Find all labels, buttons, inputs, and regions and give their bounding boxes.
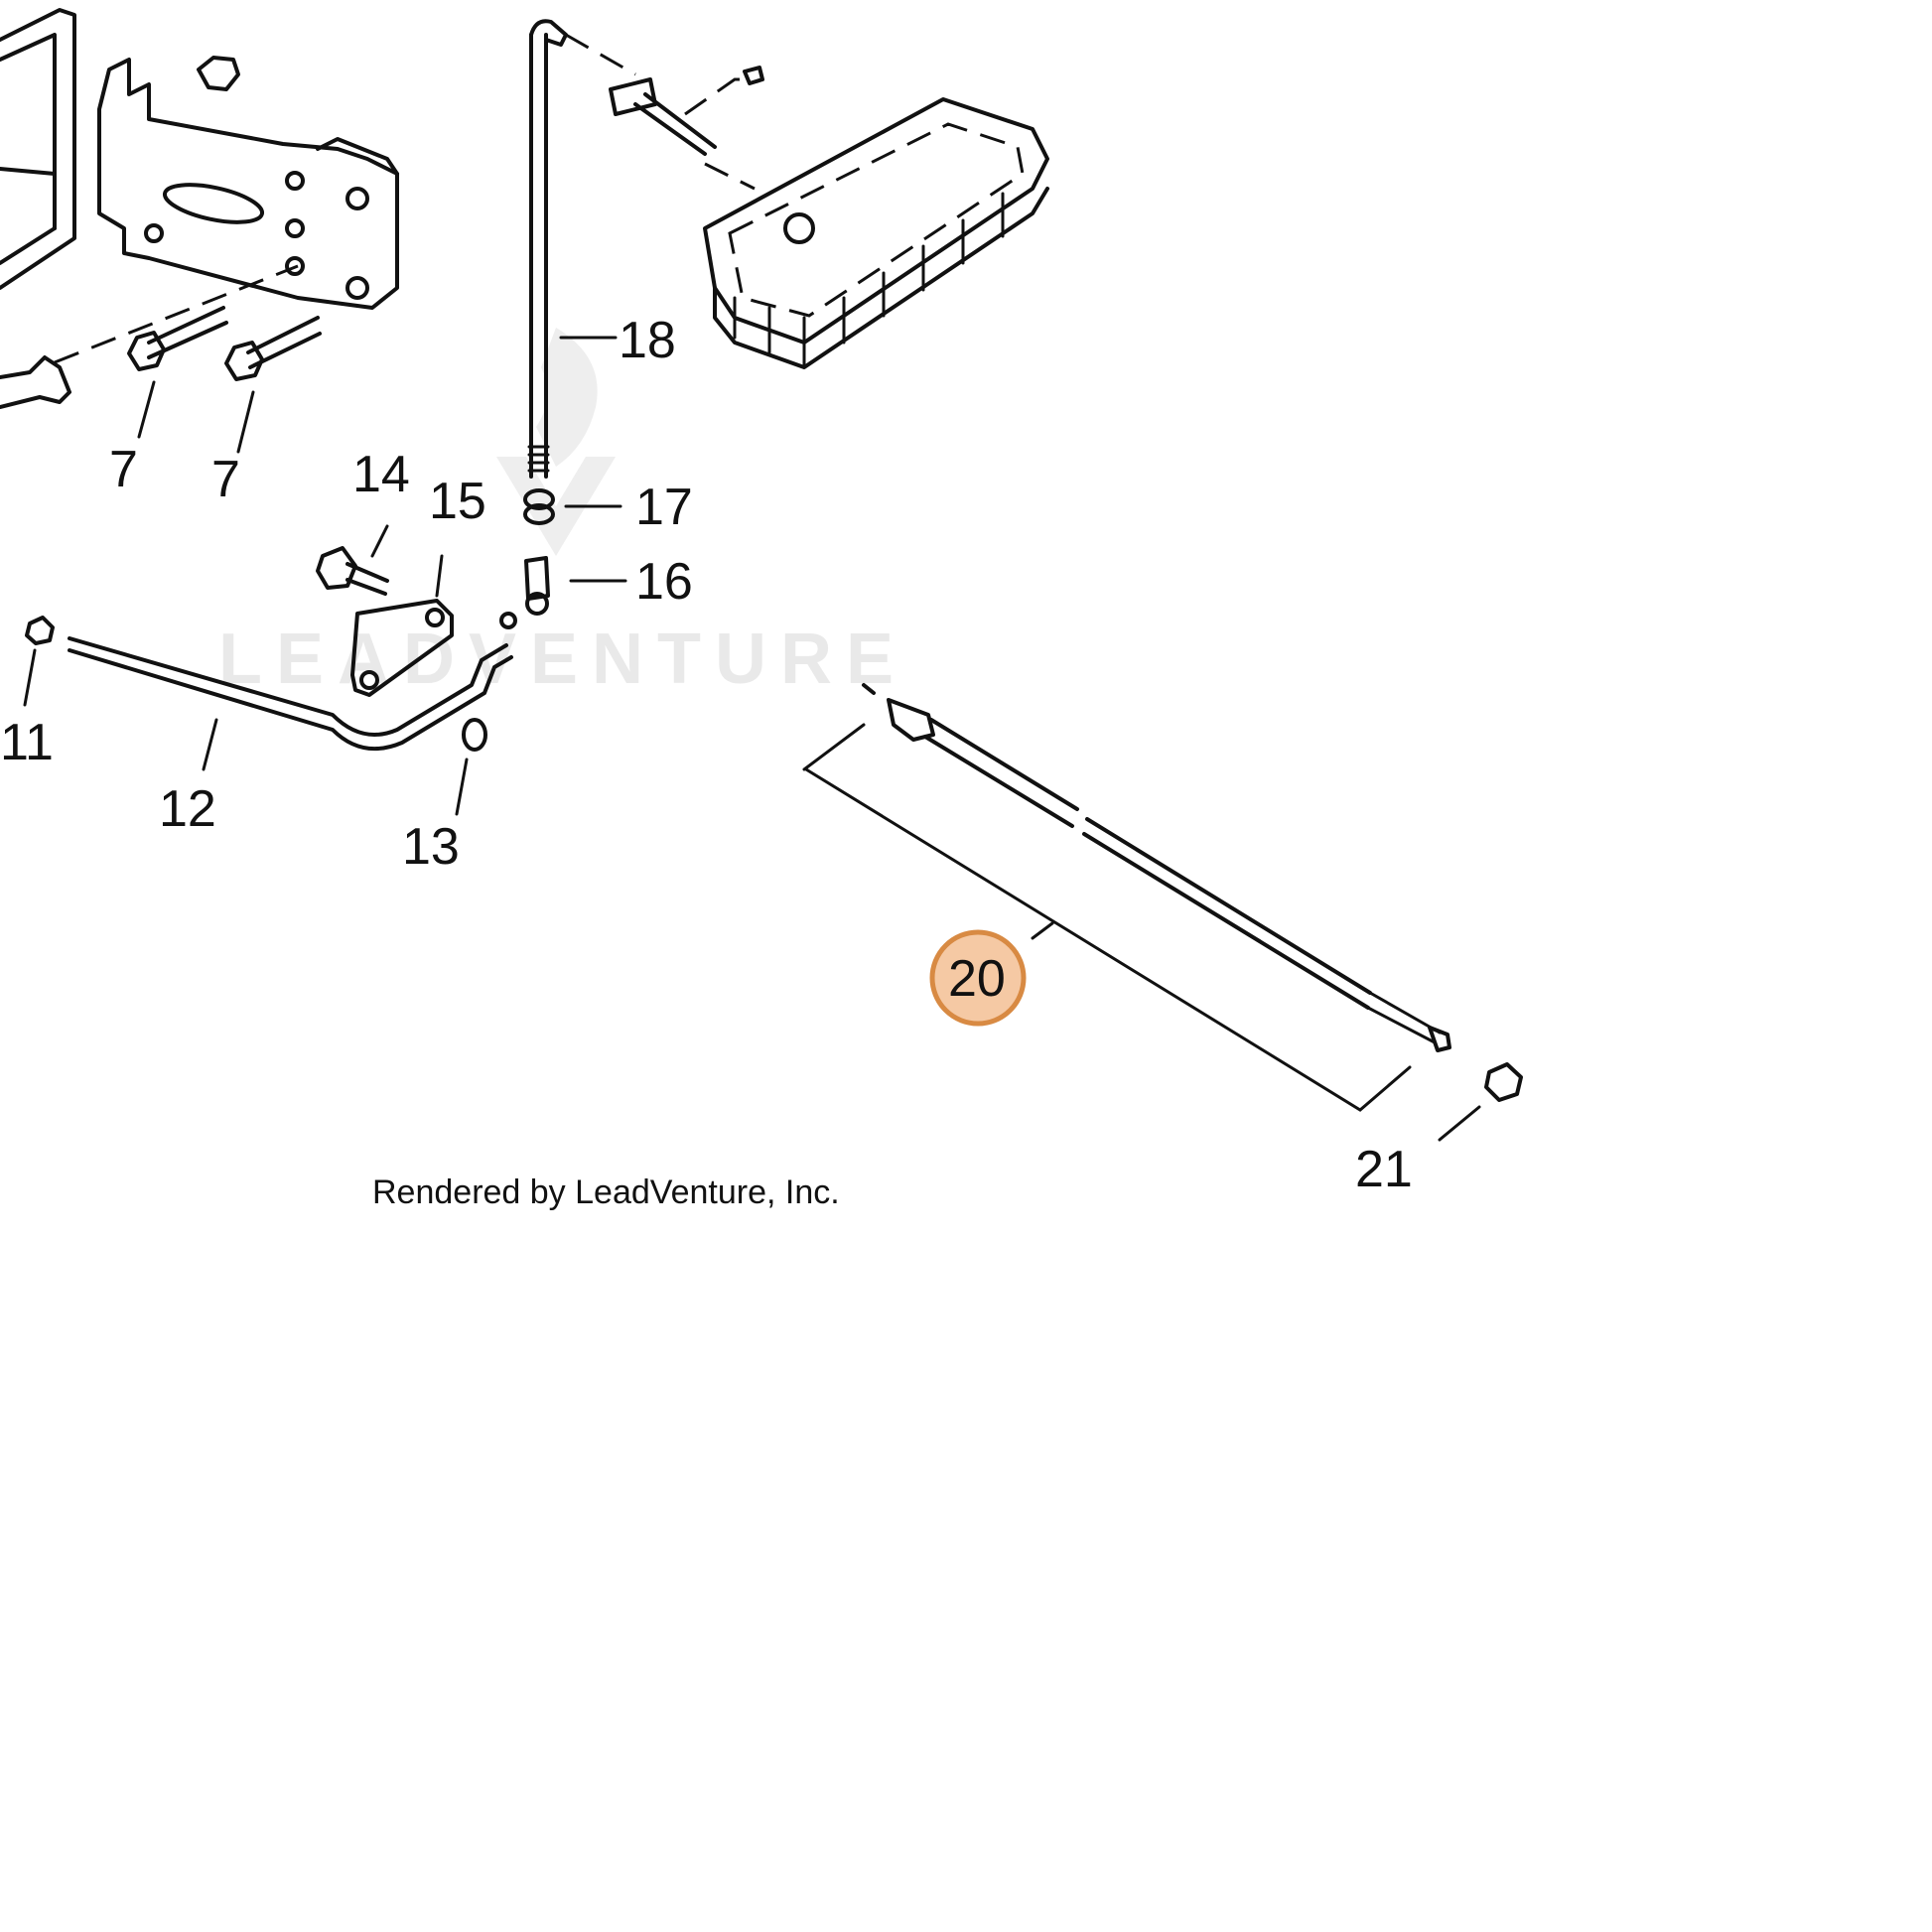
bolt-7b xyxy=(224,316,322,381)
rod-12 xyxy=(68,612,517,752)
part-label-18[interactable]: 18 xyxy=(619,312,676,369)
part-label-12[interactable]: 12 xyxy=(159,780,216,838)
part-label-14[interactable]: 14 xyxy=(352,446,410,503)
plate-15 xyxy=(350,599,454,697)
part-label-7a[interactable]: 7 xyxy=(109,441,138,498)
cable-20 xyxy=(802,683,1451,1112)
part-label-16[interactable]: 16 xyxy=(635,553,693,611)
watermark: LEADVENTURE xyxy=(218,328,907,699)
pin-fitting xyxy=(565,33,764,156)
part-label-11[interactable]: 11 xyxy=(0,714,54,771)
fitting-16 xyxy=(524,556,550,616)
nut-11 xyxy=(25,616,55,645)
part-label-17[interactable]: 17 xyxy=(635,479,693,536)
part-label-21[interactable]: 21 xyxy=(1355,1141,1413,1198)
render-credit: Rendered by LeadVenture, Inc. xyxy=(372,1173,840,1211)
bolt-7a xyxy=(127,306,228,371)
bolt-14 xyxy=(316,546,389,596)
part-label-20[interactable]: 20 xyxy=(948,950,1006,1008)
rod-18 xyxy=(527,19,568,479)
washer-13 xyxy=(462,718,487,752)
nut-21 xyxy=(1484,1062,1523,1102)
part-label-13[interactable]: 13 xyxy=(402,818,460,876)
watermark-text: LEADVENTURE xyxy=(218,620,907,699)
part-label-7b[interactable]: 7 xyxy=(211,451,240,508)
tray-assembly xyxy=(703,97,1049,369)
grommet-17 xyxy=(523,488,555,525)
part-label-15[interactable]: 15 xyxy=(429,473,486,530)
highlight-badge-20 xyxy=(929,929,1027,1027)
bracket-assembly xyxy=(0,8,399,409)
leader-lines xyxy=(23,336,1481,1142)
